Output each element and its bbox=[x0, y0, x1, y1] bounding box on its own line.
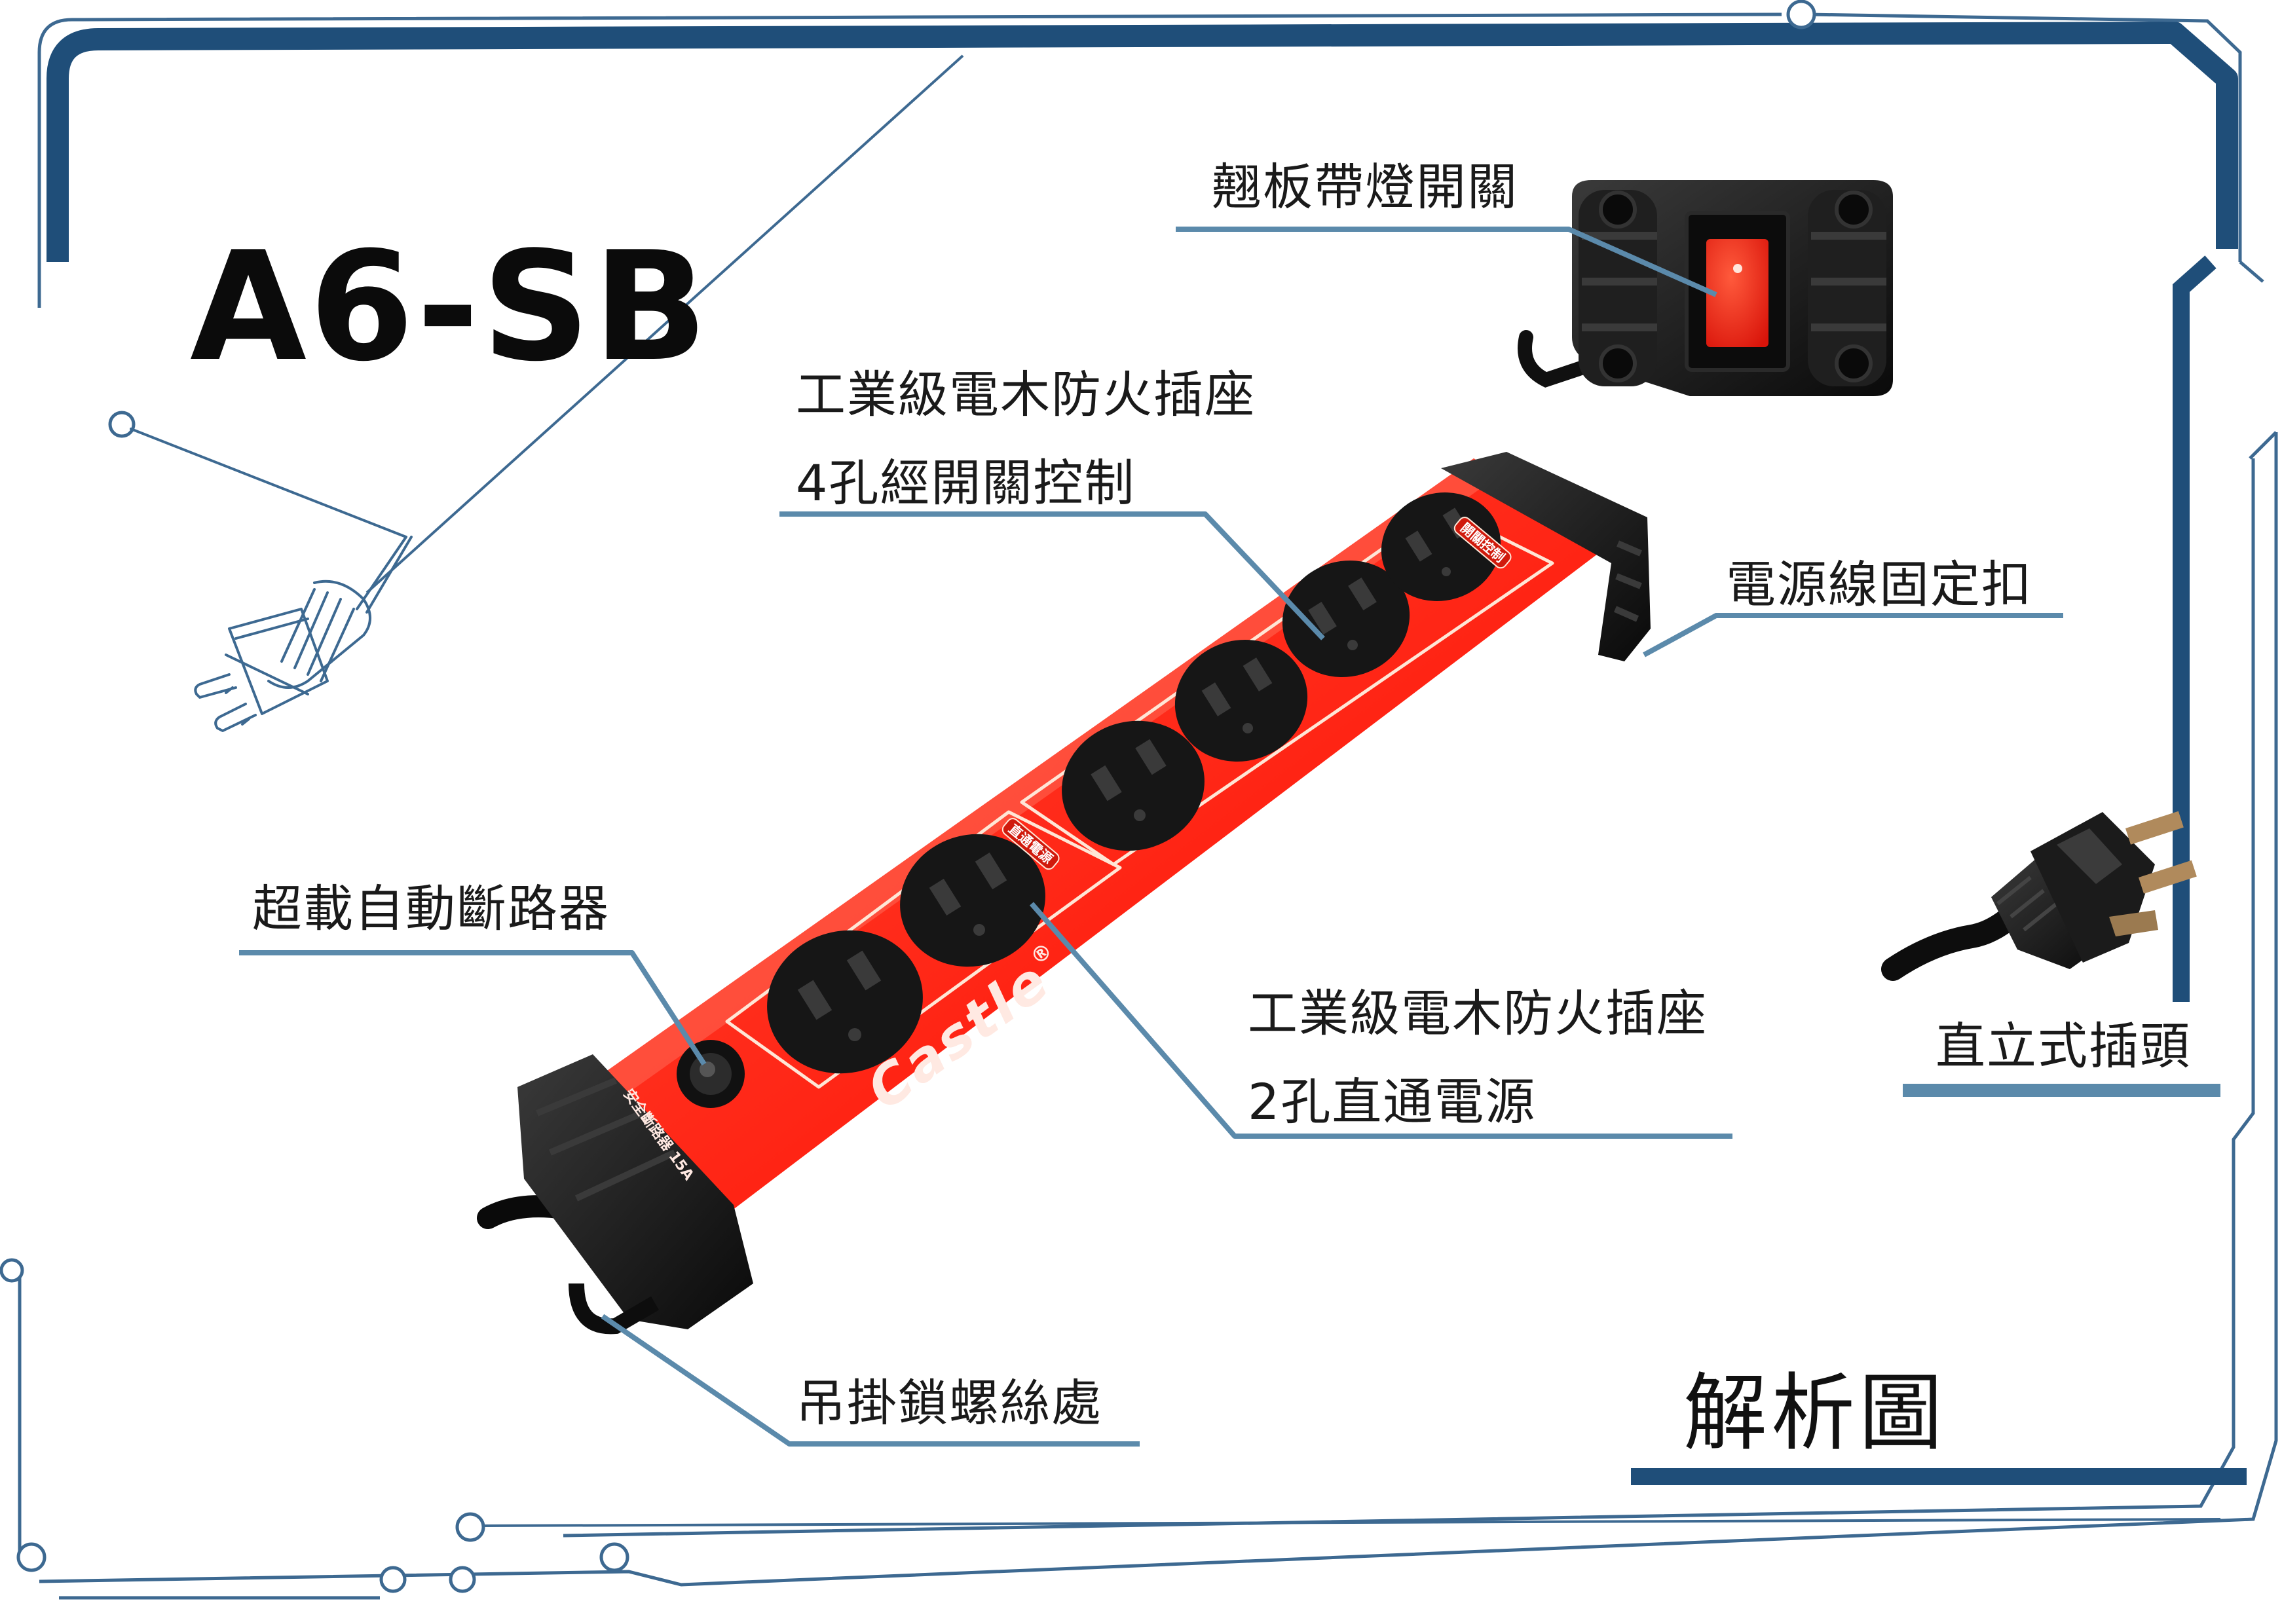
callout-plug-type: 直立式插頭 bbox=[1936, 1017, 2191, 1075]
callout-socket-bottom-line1: 工業級電木防火插座 bbox=[1248, 984, 1708, 1043]
vertical-plug-icon bbox=[1881, 811, 2197, 981]
outlet-1 bbox=[767, 930, 923, 1074]
outlet-2 bbox=[900, 834, 1045, 967]
callout-breaker: 超載自動斷路器 bbox=[252, 879, 610, 938]
plug-lineart-icon bbox=[130, 428, 413, 732]
end-cap-right bbox=[1441, 452, 1651, 661]
leader-lines bbox=[239, 227, 2063, 1447]
rocker-switch-closeup-icon bbox=[1518, 180, 1893, 396]
breaker-button-icon bbox=[677, 1040, 745, 1108]
power-strip-photo bbox=[477, 452, 1651, 1335]
outlet-4 bbox=[1174, 639, 1308, 762]
callout-rocker-switch: 翹板帶燈開關 bbox=[1212, 158, 1518, 216]
outlet-3 bbox=[1062, 720, 1205, 851]
callout-cord-clamp: 電源線固定扣 bbox=[1726, 555, 2032, 614]
callout-socket-top-line1: 工業級電木防火插座 bbox=[796, 365, 1256, 424]
callout-socket-top-line2: 4孔經開關控制 bbox=[796, 454, 1136, 512]
outlet-5 bbox=[1282, 560, 1410, 678]
model-title: A6-SB bbox=[190, 220, 711, 395]
outlet-row bbox=[767, 492, 1501, 1074]
callout-hanging-slot: 吊掛鎖螺絲處 bbox=[796, 1374, 1102, 1432]
diagram-title: 解析圖 bbox=[1683, 1365, 1947, 1462]
callout-socket-bottom-line2: 2孔直通電源 bbox=[1248, 1073, 1537, 1131]
